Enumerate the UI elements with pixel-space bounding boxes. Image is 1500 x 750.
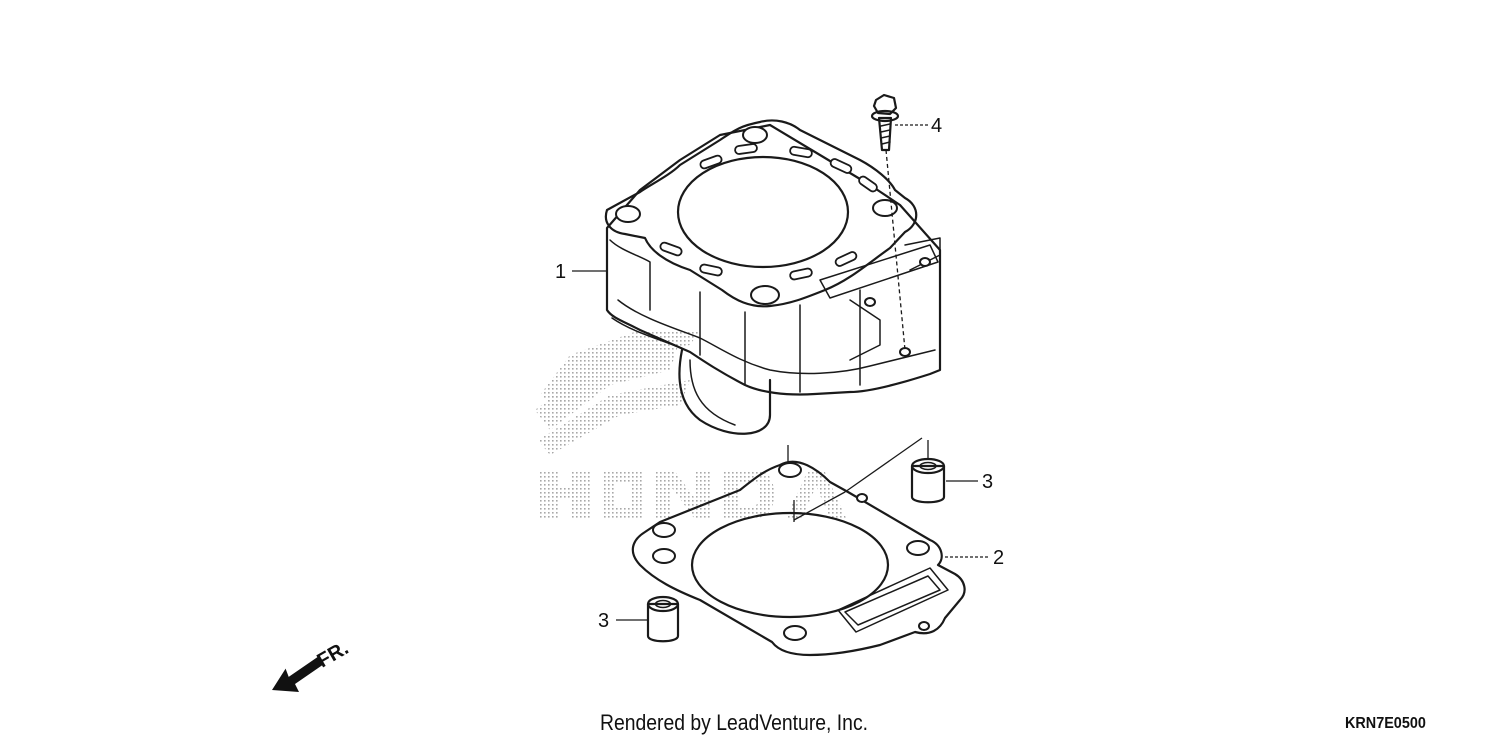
callout-1: 1: [555, 261, 566, 283]
alignment-guides: [787, 437, 923, 522]
diagram-code: KRN7E0500: [1345, 715, 1426, 732]
callout-4: 4: [931, 115, 942, 137]
cylinder-part: [604, 119, 942, 435]
front-direction-arrow-icon: [272, 655, 324, 692]
dowel-pin-left-part: [646, 595, 680, 643]
callout-3-right: 3: [982, 471, 993, 493]
dowel-pin-right-part: [910, 440, 946, 504]
callout-3-left: 3: [598, 610, 609, 632]
flange-bolt-part: [870, 93, 906, 351]
cylinder-gasket-part: [631, 460, 966, 657]
render-credit: Rendered by LeadVenture, Inc.: [600, 710, 869, 735]
callout-leaders: [572, 124, 990, 621]
callout-2: 2: [993, 547, 1004, 569]
